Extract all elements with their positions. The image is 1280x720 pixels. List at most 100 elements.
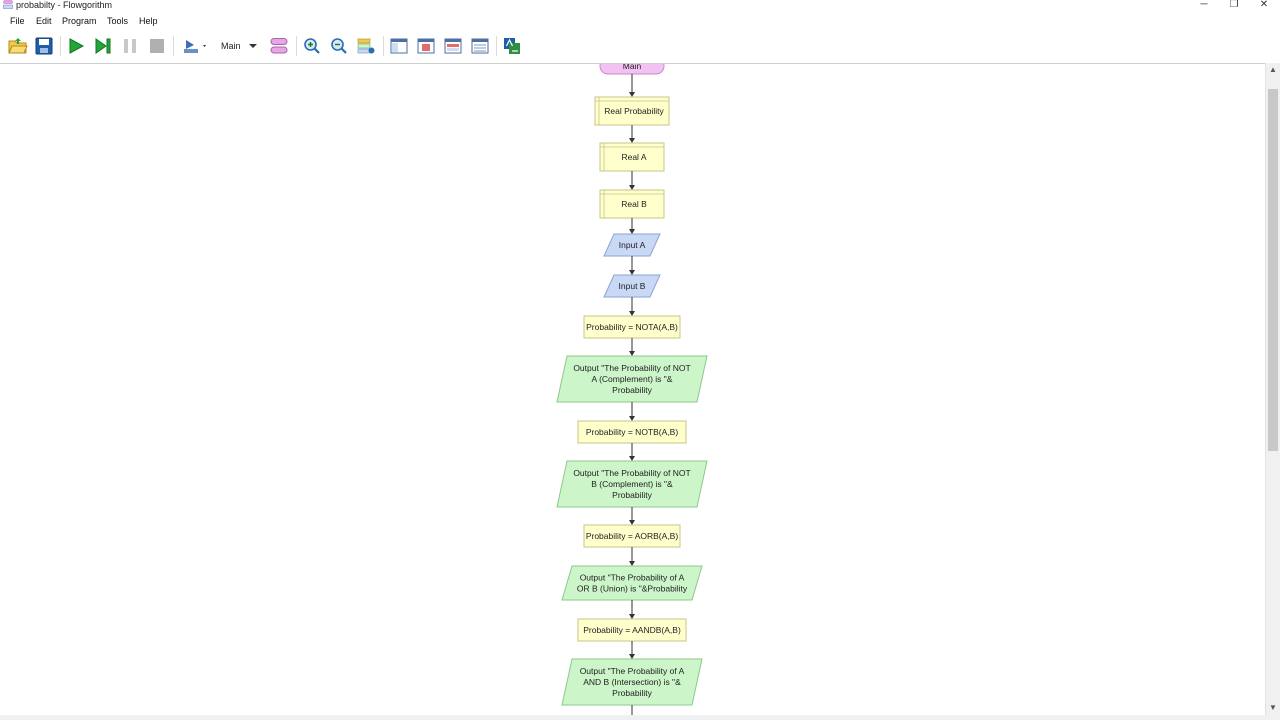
zoom-out-icon <box>331 38 347 54</box>
zoom-out-button[interactable] <box>328 35 350 57</box>
menu-help[interactable]: Help <box>139 16 158 26</box>
run-button[interactable] <box>65 35 87 57</box>
declare-block-label: Real B <box>621 199 647 209</box>
flow-arrowhead <box>629 351 635 356</box>
scroll-up-arrow-icon[interactable]: ▲ <box>1269 65 1277 74</box>
assign-block-label: Probability = NOTA(A,B) <box>586 322 678 332</box>
declare-block <box>594 96 670 126</box>
layout-icon <box>357 38 375 54</box>
flow-arrowhead <box>629 456 635 461</box>
flow-arrowhead <box>629 311 635 316</box>
output-block-label: B (Complement) is "& <box>591 479 673 489</box>
console-window-button[interactable] <box>388 35 410 57</box>
flow-arrowhead <box>629 561 635 566</box>
vertical-scrollbar[interactable]: ▲ ▼ <box>1265 63 1280 715</box>
input-block <box>603 274 661 298</box>
output-block-label: Probability <box>612 490 652 500</box>
stop-button[interactable] <box>146 35 168 57</box>
output-block <box>556 355 708 403</box>
minimize-button[interactable]: ─ <box>1200 0 1208 10</box>
zoom-in-icon <box>304 38 320 54</box>
variable-window-button[interactable] <box>415 35 437 57</box>
output-block-label: A (Complement) is "& <box>592 374 673 384</box>
step-icon <box>95 38 111 54</box>
chart-window-button[interactable] <box>469 35 491 57</box>
translate-icon <box>504 38 520 54</box>
scroll-down-arrow-icon[interactable]: ▼ <box>1269 703 1277 712</box>
restore-button[interactable]: ❐ <box>1229 0 1239 10</box>
pause-button[interactable] <box>119 35 141 57</box>
chevron-down-icon <box>249 44 257 48</box>
assign-block-label: Probability = AORB(A,B) <box>586 531 679 541</box>
output-block-label: Probability <box>612 385 652 395</box>
flow-arrowhead <box>629 520 635 525</box>
scrollbar-thumb[interactable] <box>1268 89 1278 451</box>
source-code-icon <box>444 38 462 54</box>
flow-arrowhead <box>629 185 635 190</box>
output-block <box>556 460 708 508</box>
save-icon <box>35 37 53 55</box>
menu-program[interactable]: Program <box>62 16 97 26</box>
flow-arrowhead <box>629 92 635 97</box>
horizontal-scrollbar[interactable] <box>0 715 1280 720</box>
flow-arrowhead <box>629 270 635 275</box>
output-block-label: AND B (Intersection) is "& <box>583 677 681 687</box>
window-title: probabilty - Flowgorithm <box>16 0 113 10</box>
toolbar-separator <box>60 36 61 56</box>
title-bar: probabilty - Flowgorithm ─ ❐ ✕ <box>0 0 1280 12</box>
flowgorithm-app-icon <box>3 0 13 9</box>
toolbar-separator <box>496 36 497 56</box>
output-block-label: Output "The Probability of A <box>580 666 685 676</box>
output-block <box>561 565 703 601</box>
chart-window-icon <box>471 38 489 54</box>
flow-arrowhead <box>629 654 635 659</box>
input-block-label: Input A <box>619 240 646 250</box>
menu-bar: File Edit Program Tools Help <box>0 14 1280 28</box>
declare-block-label: Real Probability <box>604 106 664 116</box>
speed-button[interactable] <box>180 35 210 57</box>
variable-window-icon <box>417 38 435 54</box>
zoom-in-button[interactable] <box>301 35 323 57</box>
source-code-button[interactable] <box>442 35 464 57</box>
function-selector[interactable]: Main <box>221 41 241 51</box>
translate-button[interactable] <box>501 35 523 57</box>
input-block-label: Input B <box>619 281 646 291</box>
open-folder-icon <box>8 38 28 54</box>
step-button[interactable] <box>92 35 114 57</box>
save-button[interactable] <box>33 35 55 57</box>
variable-watch-icon <box>270 38 288 54</box>
toolbar-separator <box>296 36 297 56</box>
assign-block-label: Probability = NOTB(A,B) <box>586 427 679 437</box>
declare-block-label: Real A <box>621 152 646 162</box>
variable-watch-button[interactable] <box>268 35 290 57</box>
speed-icon <box>184 40 206 53</box>
flow-arrowhead <box>629 229 635 234</box>
open-button[interactable] <box>7 35 29 57</box>
flow-arrowhead <box>629 416 635 421</box>
layout-button[interactable] <box>355 35 377 57</box>
output-block-label: Output "The Probability of NOT <box>573 468 690 478</box>
start-terminal-label: Main <box>623 64 642 71</box>
run-icon <box>69 38 85 54</box>
close-button[interactable]: ✕ <box>1259 0 1269 10</box>
output-block <box>561 658 703 706</box>
flow-arrowhead <box>629 614 635 619</box>
function-dropdown-button[interactable] <box>242 35 264 57</box>
pause-icon <box>124 39 136 53</box>
toolbar-separator <box>383 36 384 56</box>
output-block-label: Output "The Probability of NOT <box>573 363 690 373</box>
menu-tools[interactable]: Tools <box>107 16 129 26</box>
menu-edit[interactable]: Edit <box>36 16 52 26</box>
console-window-icon <box>390 38 408 54</box>
flow-arrowhead <box>629 138 635 143</box>
output-block-label: Probability <box>612 688 652 698</box>
output-block-label: Output "The Probability of A <box>580 573 685 583</box>
menu-file[interactable]: File <box>10 16 25 26</box>
toolbar-separator <box>173 36 174 56</box>
input-block <box>603 233 661 257</box>
stop-icon <box>150 39 164 53</box>
assign-block-label: Probability = AANDB(A,B) <box>583 625 681 635</box>
output-block-label: OR B (Union) is "&Probability <box>577 584 688 594</box>
